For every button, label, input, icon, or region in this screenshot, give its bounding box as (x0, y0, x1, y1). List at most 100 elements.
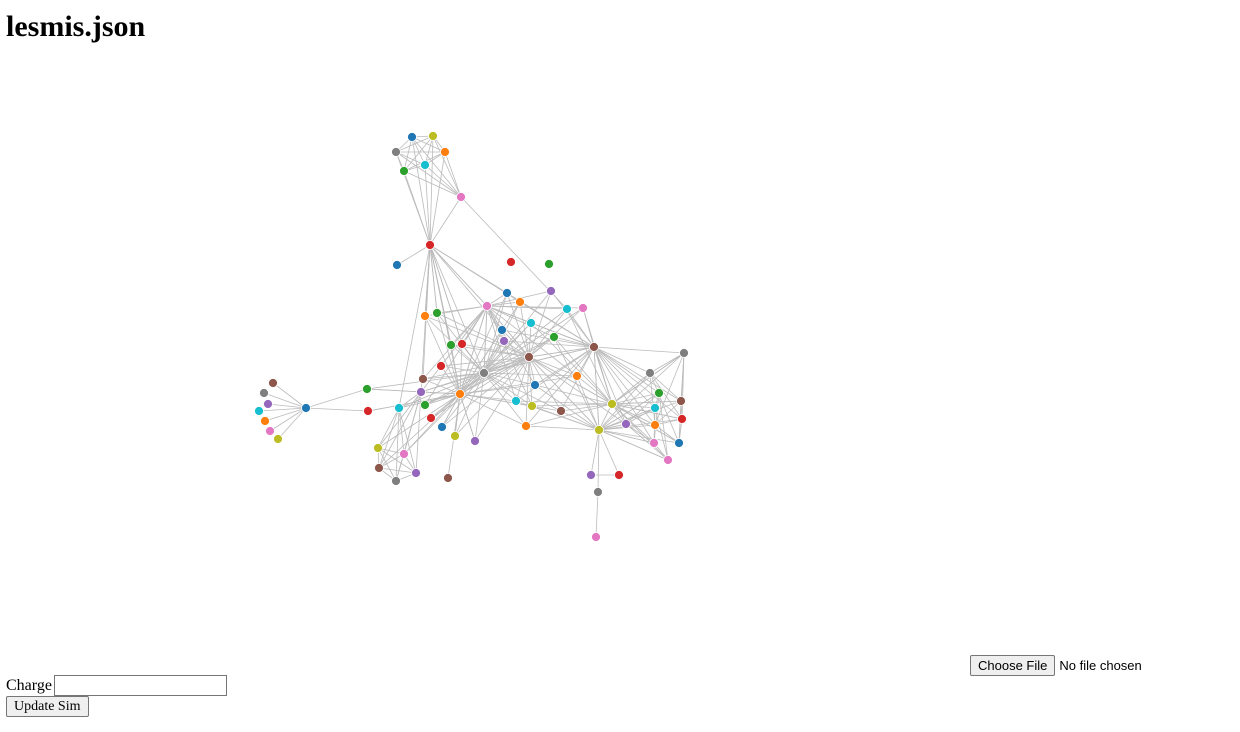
file-input[interactable]: Choose File No file chosen (970, 655, 1142, 676)
graph-edge (528, 322, 532, 358)
graph-node[interactable] (443, 473, 453, 483)
graph-edge (486, 305, 530, 358)
graph-node[interactable] (499, 336, 509, 346)
update-sim-button[interactable]: Update Sim (6, 696, 89, 717)
graph-node[interactable] (591, 532, 601, 542)
graph-node[interactable] (511, 396, 521, 406)
choose-file-button[interactable]: Choose File (970, 655, 1056, 676)
graph-node[interactable] (420, 400, 430, 410)
graph-node[interactable] (420, 311, 430, 321)
graph-node[interactable] (470, 436, 480, 446)
force-graph[interactable] (0, 60, 760, 580)
graph-node[interactable] (259, 388, 269, 398)
graph-node[interactable] (432, 308, 442, 318)
graph-node[interactable] (562, 304, 572, 314)
graph-node[interactable] (654, 388, 664, 398)
graph-edge (525, 403, 613, 427)
graph-node[interactable] (589, 342, 599, 352)
graph-node[interactable] (530, 380, 540, 390)
graph-node[interactable] (420, 160, 430, 170)
graph-node[interactable] (273, 434, 283, 444)
graph-node[interactable] (506, 257, 516, 267)
graph-node[interactable] (426, 413, 436, 423)
graph-node[interactable] (301, 403, 311, 413)
graph-node[interactable] (446, 340, 456, 350)
graph-node[interactable] (594, 425, 604, 435)
graph-node[interactable] (399, 449, 409, 459)
graph-node[interactable] (411, 468, 421, 478)
graph-node[interactable] (556, 406, 566, 416)
graph-node[interactable] (394, 403, 404, 413)
graph-node[interactable] (263, 399, 273, 409)
graph-edge (653, 392, 660, 444)
graph-node[interactable] (399, 166, 409, 176)
graph-node[interactable] (392, 260, 402, 270)
graph-node[interactable] (455, 389, 465, 399)
graph-node[interactable] (521, 421, 531, 431)
graph-node[interactable] (650, 403, 660, 413)
graph-node[interactable] (373, 443, 383, 453)
graph-edge (377, 447, 397, 482)
graph-node[interactable] (428, 131, 438, 141)
graph-edge (454, 393, 461, 437)
graph-node[interactable] (549, 332, 559, 342)
graph-node[interactable] (593, 487, 603, 497)
charge-input[interactable] (53, 675, 227, 696)
graph-edge (654, 400, 682, 426)
graph-node[interactable] (479, 368, 489, 378)
graph-node[interactable] (265, 426, 275, 436)
graph-node[interactable] (362, 384, 372, 394)
file-status: No file chosen (1059, 658, 1142, 673)
graph-node[interactable] (440, 147, 450, 157)
graph-node[interactable] (544, 259, 554, 269)
graph-node[interactable] (450, 431, 460, 441)
graph-edge (534, 384, 600, 431)
graph-edge (395, 135, 434, 153)
graph-node[interactable] (418, 374, 428, 384)
graph-node[interactable] (260, 416, 270, 426)
graph-node[interactable] (572, 371, 582, 381)
graph-node[interactable] (391, 147, 401, 157)
graph-edge (424, 315, 530, 358)
graph-edge (486, 305, 517, 402)
graph-node[interactable] (391, 476, 401, 486)
graph-node[interactable] (679, 348, 689, 358)
graph-nodes[interactable] (254, 131, 689, 542)
graph-edge (424, 372, 485, 406)
graph-node[interactable] (497, 325, 507, 335)
graph-node[interactable] (645, 368, 655, 378)
graph-node[interactable] (425, 240, 435, 250)
graph-node[interactable] (614, 470, 624, 480)
graph-node[interactable] (649, 438, 659, 448)
graph-node[interactable] (676, 396, 686, 406)
graph-node[interactable] (374, 463, 384, 473)
graph-node[interactable] (502, 288, 512, 298)
graph-node[interactable] (526, 318, 536, 328)
graph-node[interactable] (407, 132, 417, 142)
graph-node[interactable] (254, 406, 264, 416)
graph-node[interactable] (650, 420, 660, 430)
graph-node[interactable] (457, 339, 467, 349)
graph-node[interactable] (677, 414, 687, 424)
graph-node[interactable] (456, 192, 466, 202)
graph-node[interactable] (527, 401, 537, 411)
graph-node[interactable] (524, 352, 534, 362)
graph-node[interactable] (586, 470, 596, 480)
graph-node[interactable] (363, 406, 373, 416)
graph-edge (590, 429, 600, 476)
graph-node[interactable] (515, 297, 525, 307)
graph-node[interactable] (607, 399, 617, 409)
graph-node[interactable] (482, 301, 492, 311)
graph-edge (560, 403, 613, 412)
graph-node[interactable] (546, 286, 556, 296)
graph-node[interactable] (416, 387, 426, 397)
graph-node[interactable] (436, 361, 446, 371)
graph-node[interactable] (268, 378, 278, 388)
graph-node[interactable] (437, 422, 447, 432)
graph-node[interactable] (663, 455, 673, 465)
graph-node[interactable] (578, 303, 588, 313)
graph-node[interactable] (674, 438, 684, 448)
graph-edge (595, 491, 599, 538)
graph-edge (598, 352, 685, 431)
graph-node[interactable] (621, 419, 631, 429)
